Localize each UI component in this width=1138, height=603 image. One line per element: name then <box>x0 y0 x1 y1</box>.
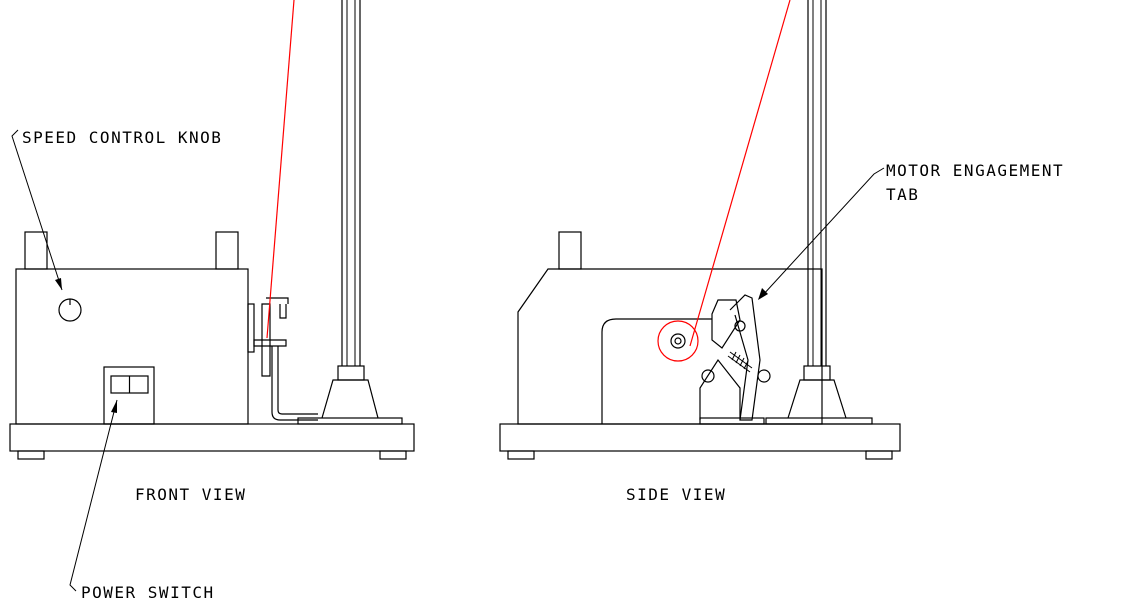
side-foot-left <box>507 450 535 460</box>
linkage-pivot-top <box>734 320 746 332</box>
label-power-switch: POWER SWITCH <box>81 583 215 602</box>
speed-knob-leader <box>11 129 63 291</box>
linkage-pivot-right <box>757 369 771 383</box>
power-switch-housing <box>103 366 155 425</box>
guide-rod-inner <box>277 346 318 415</box>
linkage-spring <box>727 351 753 373</box>
side-string <box>689 0 791 347</box>
linkage-mount-plate <box>699 417 765 425</box>
power-switch-arrowhead <box>111 400 117 413</box>
motor-engagement-tab <box>729 294 761 421</box>
front-string <box>266 0 295 339</box>
side-pulley-red <box>657 320 699 362</box>
side-post <box>558 231 582 270</box>
side-view-drawing <box>499 0 901 460</box>
front-foot-right <box>379 450 407 460</box>
label-motor-engagement-line2: TAB <box>886 185 919 204</box>
front-foot-left <box>17 450 45 460</box>
guide-bracket-top <box>266 297 289 319</box>
label-front-view: FRONT VIEW <box>135 485 246 504</box>
front-stand-cone <box>321 379 379 419</box>
side-housing <box>517 268 823 425</box>
motor-tab-arrowhead <box>758 288 768 300</box>
linkage-lower-bracket <box>699 358 741 420</box>
label-speed-control-knob: SPEED CONTROL KNOB <box>22 128 222 147</box>
power-switch-leader <box>69 399 118 592</box>
side-housing-cutout <box>601 318 712 424</box>
side-stand-collar <box>803 365 831 381</box>
side-stand-plate <box>765 417 873 425</box>
front-post-right <box>215 231 239 270</box>
linkage-pivot-left <box>701 369 715 383</box>
side-foot-right <box>865 450 893 460</box>
guide-bracket-plate <box>247 303 255 353</box>
front-stand-plate <box>297 417 403 425</box>
front-stand-collar <box>337 365 365 381</box>
side-stand-cone <box>787 379 847 419</box>
guide-bracket-arm <box>253 339 287 347</box>
guide-rod-outer <box>271 346 318 421</box>
front-motor-box <box>15 268 249 425</box>
side-pulley-hub <box>670 333 686 349</box>
speed-knob-arrowhead <box>55 278 62 290</box>
front-base-plate <box>9 423 415 452</box>
label-side-view: SIDE VIEW <box>626 485 726 504</box>
motor-tab-leader <box>761 167 885 297</box>
linkage-upper-arm <box>711 299 741 349</box>
front-view-drawing <box>9 0 415 592</box>
side-base-plate <box>499 423 901 452</box>
front-post-left <box>24 231 48 270</box>
side-pulley-center <box>674 337 682 345</box>
label-motor-engagement-line1: MOTOR ENGAGEMENT <box>886 161 1064 180</box>
guide-bracket-upright <box>261 303 271 377</box>
